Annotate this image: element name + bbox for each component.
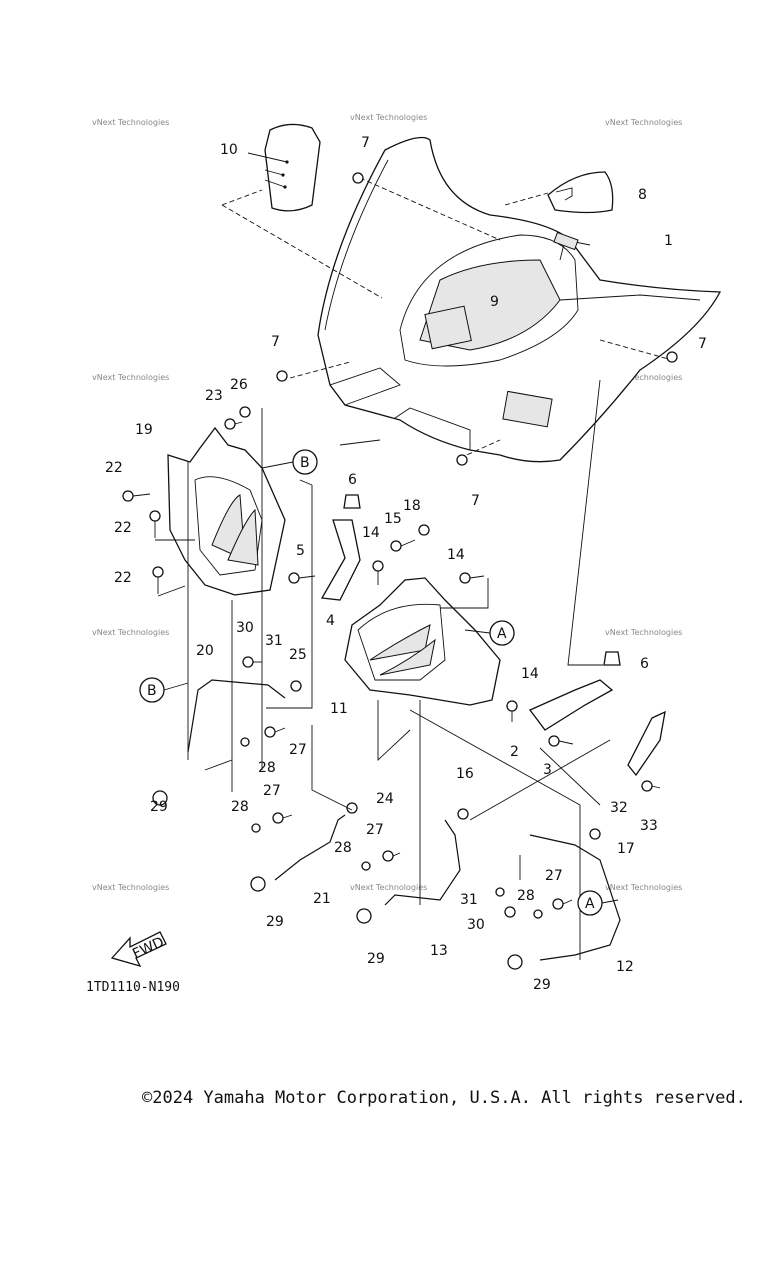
part-number: 19	[135, 422, 153, 438]
part-number: 3	[543, 762, 552, 778]
part-number: 29	[150, 799, 168, 815]
part-number: 27	[366, 822, 384, 838]
part-number: 10	[220, 142, 238, 158]
bracket-part	[528, 679, 614, 731]
part-number: 1	[664, 233, 673, 249]
part-number: 30	[467, 917, 485, 933]
rear-fender-assembly	[317, 136, 722, 463]
part-number: 9	[490, 294, 499, 310]
watermark: vNext Technologies	[92, 883, 169, 892]
part-number: 28	[334, 840, 352, 856]
part-number: 24	[376, 791, 394, 807]
callout-label: B	[300, 455, 310, 471]
watermark: vNext Technologies	[92, 118, 169, 127]
fwd-label: FWD	[130, 934, 166, 962]
part-number: 27	[289, 742, 307, 758]
part-number: 22	[114, 520, 132, 536]
callout-label: A	[497, 626, 507, 642]
callout-a: A	[464, 620, 515, 646]
part-number: 26	[230, 377, 248, 393]
side-decal-part	[547, 171, 614, 214]
callout-label: B	[147, 683, 157, 699]
watermark: vNext Technologies	[605, 373, 682, 382]
part-number: 28	[517, 888, 535, 904]
part-number: 29	[367, 951, 385, 967]
part-number: 18	[403, 498, 421, 514]
part-number: 22	[105, 460, 123, 476]
part-number: 11	[330, 701, 348, 717]
part-number: 4	[326, 613, 335, 629]
part-number: 31	[460, 892, 478, 908]
watermark: vNext Technologies	[605, 118, 682, 127]
copyright-notice: ©2024 Yamaha Motor Corporation, U.S.A. A…	[142, 1088, 746, 1108]
part-number: 23	[205, 388, 223, 404]
watermark: vNext Technologies	[350, 113, 427, 122]
part-number: 28	[231, 799, 249, 815]
part-number: 17	[617, 841, 635, 857]
part-number: 27	[263, 783, 281, 799]
callout-b: B	[139, 677, 189, 703]
part-number: 2	[510, 744, 519, 760]
part-number: 5	[296, 543, 305, 559]
part-number: 25	[289, 647, 307, 663]
part-number-labels: 1 2 3 4 5 6 6 7 7 7 7 8 9 10 11 12 13 14…	[105, 135, 707, 993]
part-number: 7	[698, 336, 707, 352]
part-number: 32	[610, 800, 628, 816]
clip-part	[603, 651, 621, 666]
forward-arrow-icon: FWD	[110, 931, 167, 968]
diagram-code: 1TD1110-N190	[86, 980, 180, 995]
part-number: 7	[271, 334, 280, 350]
part-number: 7	[361, 135, 370, 151]
part-number: 14	[447, 547, 465, 563]
part-number: 31	[265, 633, 283, 649]
part-number: 29	[266, 914, 284, 930]
part-number: 28	[258, 760, 276, 776]
stay-rod-part	[274, 814, 346, 881]
left-guard-part	[167, 426, 286, 596]
part-number: 30	[236, 620, 254, 636]
part-number: 12	[616, 959, 634, 975]
right-guard-part	[344, 577, 501, 706]
part-number: 13	[430, 943, 448, 959]
bracket-part	[320, 519, 361, 601]
part-number: 14	[362, 525, 380, 541]
stay-rod-part	[187, 679, 286, 753]
stay-rod-part	[384, 819, 461, 906]
part-number: 33	[640, 818, 658, 834]
fasteners	[122, 172, 678, 970]
part-number: 6	[640, 656, 649, 672]
part-number: 8	[638, 187, 647, 203]
watermark: vNext Technologies	[605, 628, 682, 637]
part-number: 15	[384, 511, 402, 527]
part-number: 20	[196, 643, 214, 659]
watermark: vNext Technologies	[350, 883, 427, 892]
watermark: vNext Technologies	[92, 373, 169, 382]
part-number: 21	[313, 891, 331, 907]
part-number: 16	[456, 766, 474, 782]
part-number: 14	[521, 666, 539, 682]
part-number: 27	[545, 868, 563, 884]
callout-a: A	[577, 890, 619, 916]
stay-rod-part	[529, 834, 621, 961]
decal-sheet-part	[264, 123, 321, 212]
watermark: vNext Technologies	[605, 883, 682, 892]
watermark: vNext Technologies	[92, 628, 169, 637]
callout-b: B	[261, 449, 318, 475]
part-number: 22	[114, 570, 132, 586]
part-number: 7	[471, 493, 480, 509]
clip-part	[343, 494, 361, 509]
part-number: 6	[348, 472, 357, 488]
callout-label: A	[585, 896, 595, 912]
bracket-part	[627, 710, 666, 777]
part-number: 29	[533, 977, 551, 993]
